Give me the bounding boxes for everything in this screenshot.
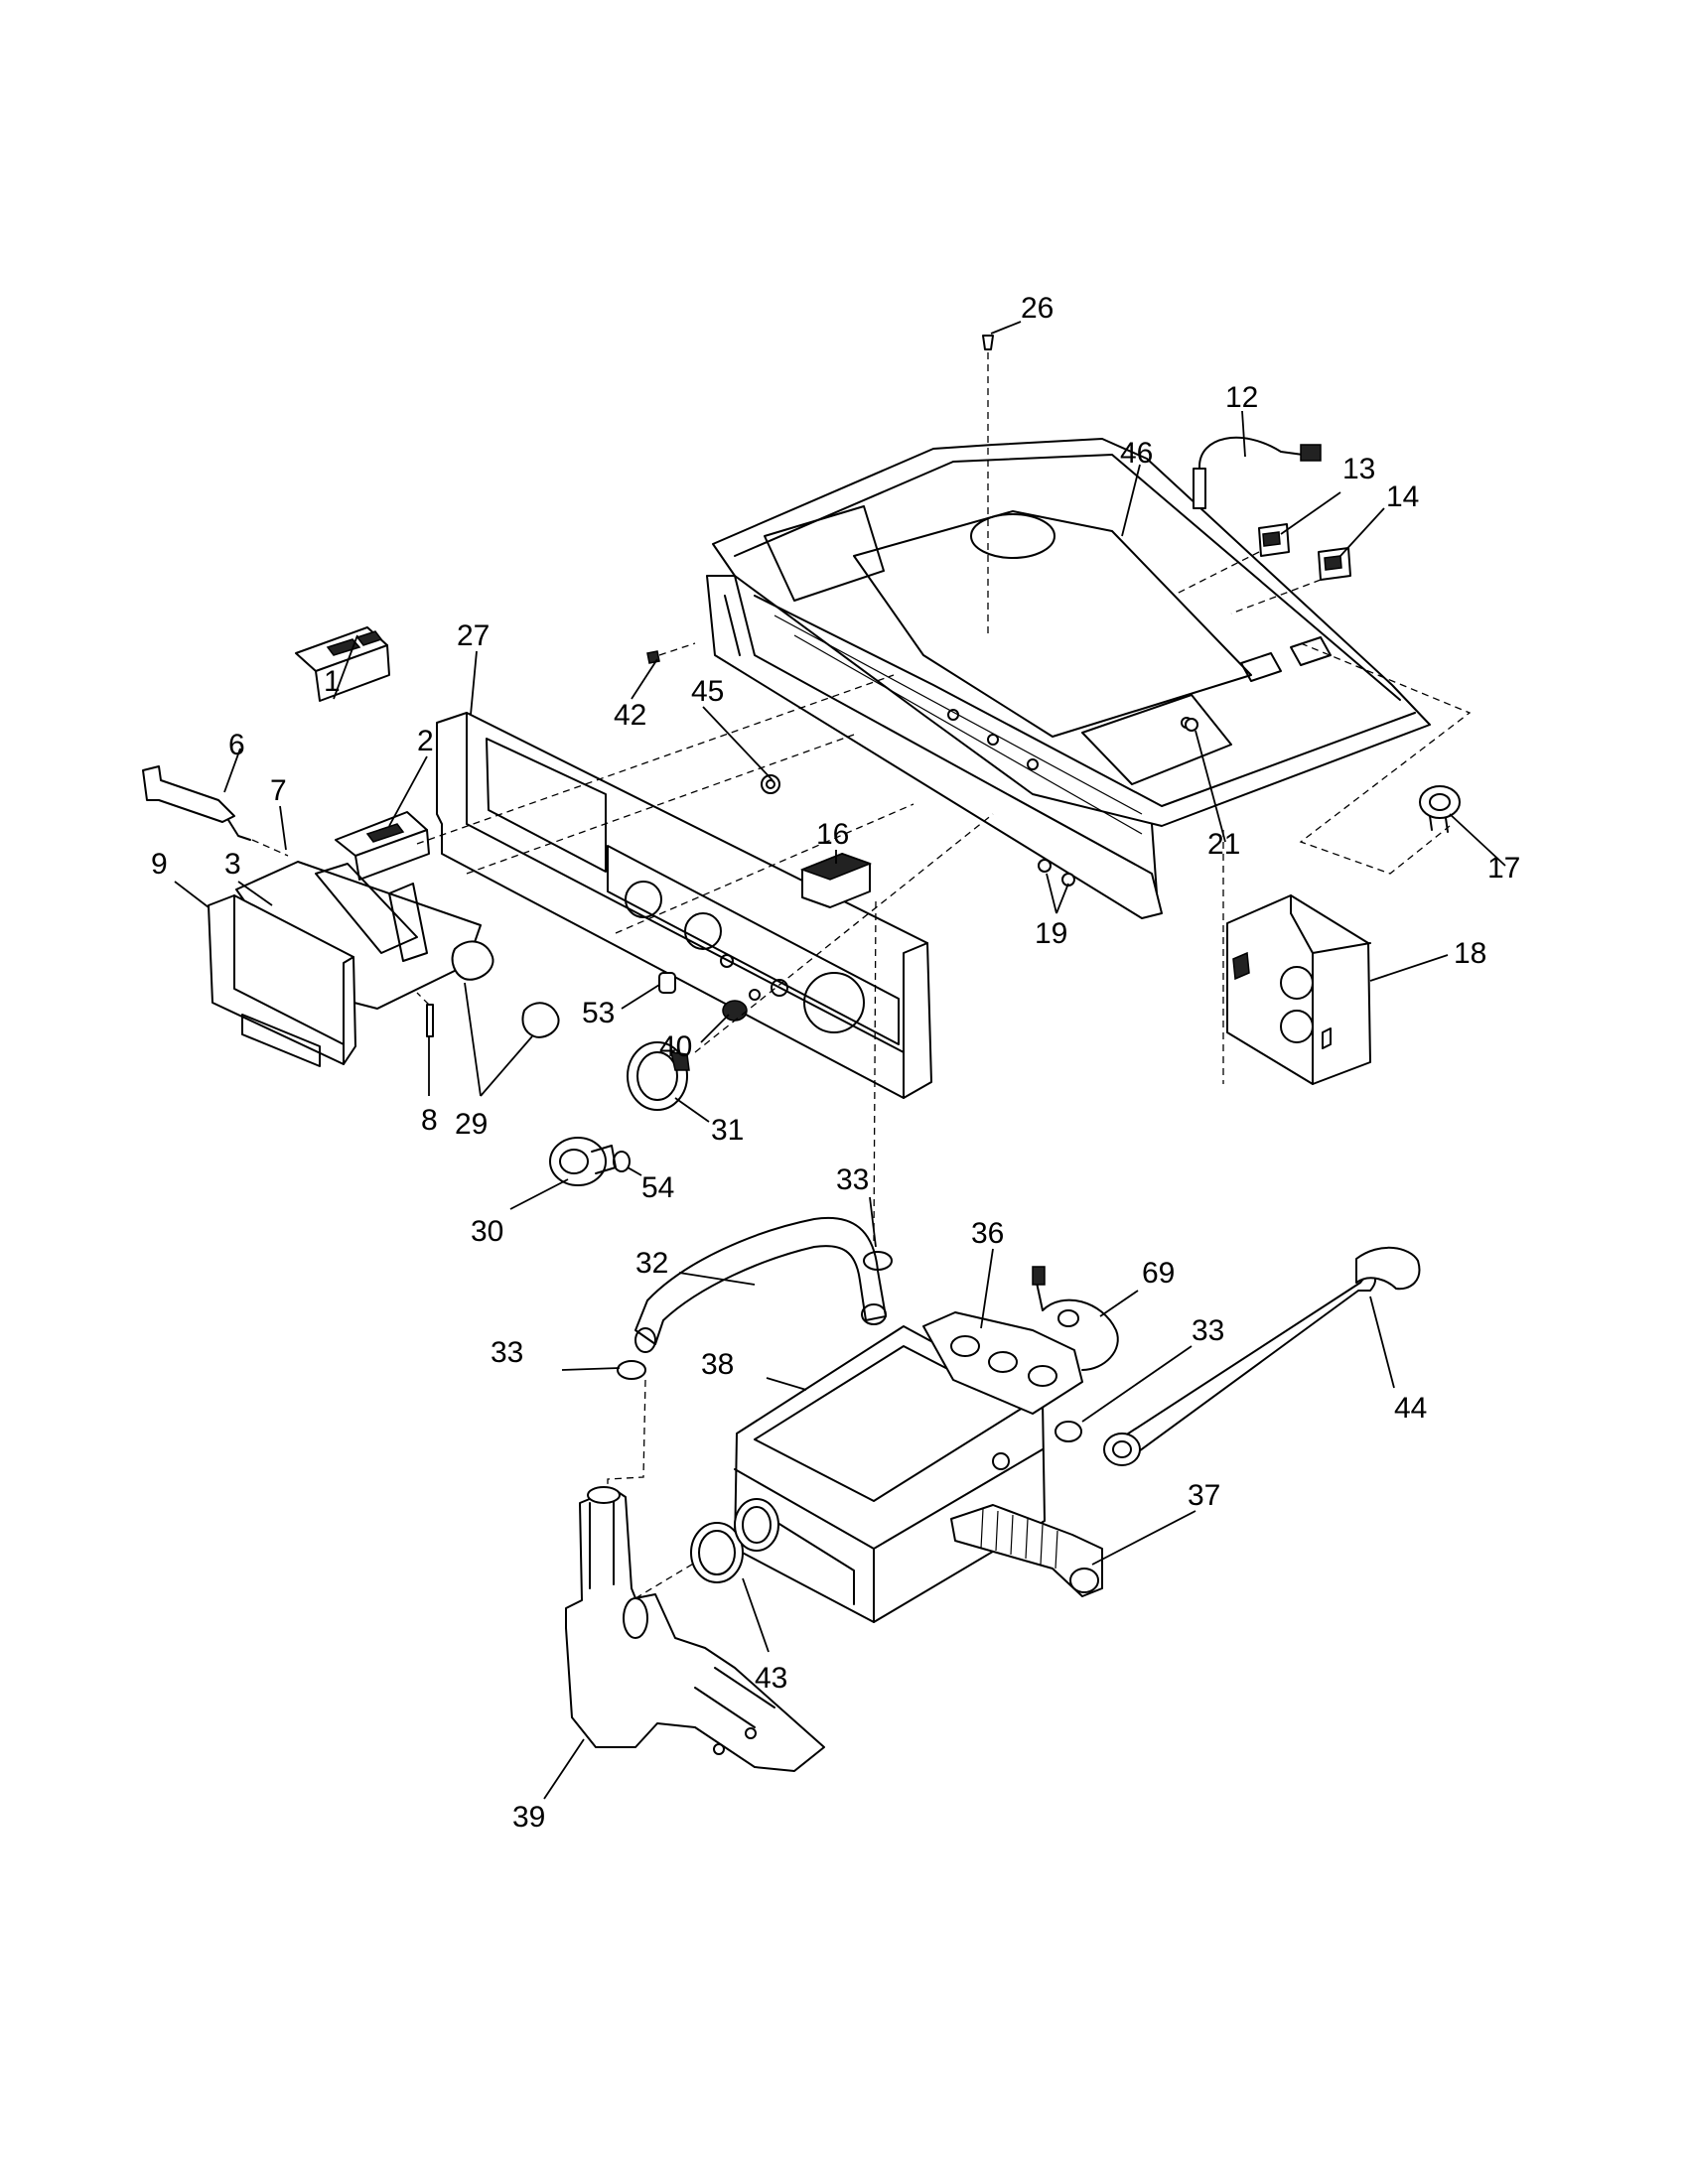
- callout-3: 3: [224, 848, 241, 881]
- callout-44: 44: [1394, 1392, 1427, 1425]
- leader-lines: [174, 321, 1506, 1800]
- bellows-hose-part-37: [950, 1504, 1103, 1597]
- callout-17: 17: [1487, 852, 1520, 885]
- control-module-part-18: [1226, 894, 1371, 1085]
- callout-33-top: 33: [836, 1163, 869, 1196]
- pressure-switch-part-17: [1419, 785, 1461, 833]
- callout-7: 7: [270, 774, 287, 807]
- clamp-part-33-b: [617, 1360, 646, 1380]
- callout-18: 18: [1454, 937, 1486, 970]
- screw-part-26: [982, 335, 994, 635]
- timer-knob-part-30: [549, 1137, 617, 1186]
- knob-part-29-left: [451, 940, 494, 981]
- callout-38: 38: [701, 1348, 734, 1381]
- outlet-port: [734, 1498, 779, 1552]
- callout-27: 27: [457, 619, 490, 652]
- siphon-part-6: [142, 765, 289, 857]
- callout-16: 16: [816, 818, 849, 851]
- callout-13: 13: [1342, 453, 1375, 485]
- callout-33-left: 33: [491, 1336, 523, 1369]
- seal-ring-part-43: [690, 1522, 744, 1583]
- dispenser-insert-part-2: [335, 811, 430, 881]
- pin-part-8: [416, 992, 434, 1037]
- clamp-part-33-c: [1055, 1421, 1082, 1442]
- callout-46: 46: [1120, 437, 1153, 470]
- drain-hose-part-44: [1103, 1246, 1421, 1466]
- callout-31: 31: [711, 1114, 744, 1147]
- callout-32: 32: [635, 1247, 668, 1280]
- dispenser-cup-part-1: [295, 626, 390, 702]
- callout-8: 8: [421, 1104, 438, 1137]
- callout-26: 26: [1021, 292, 1054, 325]
- callout-43: 43: [755, 1662, 787, 1695]
- callout-42: 42: [614, 699, 646, 732]
- nut-part-45: [761, 774, 780, 794]
- screw-part-42: [646, 642, 696, 664]
- switch-part-13: [1176, 523, 1290, 595]
- callout-30: 30: [471, 1215, 503, 1248]
- button-part-53: [658, 972, 676, 994]
- callout-labels: 26 12 46 13 14 27 1 45 42 6 2 7 9 3 16 2…: [151, 292, 1520, 1834]
- callout-37: 37: [1188, 1479, 1220, 1512]
- callout-2: 2: [417, 725, 434, 757]
- callout-39: 39: [512, 1801, 545, 1834]
- callout-54: 54: [641, 1171, 674, 1204]
- callout-29: 29: [455, 1108, 488, 1141]
- dial-ring-part-31: [627, 1041, 690, 1111]
- callout-40: 40: [659, 1030, 692, 1063]
- callout-12: 12: [1225, 381, 1258, 414]
- fastener-part-21: [1185, 718, 1198, 732]
- callout-6: 6: [228, 729, 245, 761]
- callout-1: 1: [324, 665, 341, 698]
- drawer-front-part-9: [208, 894, 356, 1067]
- callout-14: 14: [1386, 480, 1419, 513]
- callout-21: 21: [1207, 828, 1240, 861]
- wire-harness-part-12: [1193, 436, 1322, 509]
- callout-19: 19: [1035, 917, 1067, 950]
- inlet-duct-part-39: [565, 1486, 825, 1772]
- switch-part-14: [1230, 547, 1351, 614]
- knob-part-29-right: [521, 1002, 560, 1038]
- callout-53: 53: [582, 997, 615, 1029]
- wiring-part-69: [1032, 1266, 1119, 1371]
- clamp-part-33-a: [863, 1251, 893, 1271]
- screws-part-19: [1038, 859, 1075, 887]
- fill-hose-part-32: [634, 1216, 887, 1353]
- washer-part-54: [613, 1151, 631, 1172]
- callout-69: 69: [1142, 1257, 1175, 1290]
- valve-assembly-part-36: [922, 1311, 1083, 1415]
- callout-9: 9: [151, 848, 168, 881]
- callout-45: 45: [691, 675, 724, 708]
- callout-36: 36: [971, 1217, 1004, 1250]
- top-frame-part-46: [706, 438, 1431, 919]
- console-panel-part-27: [436, 712, 932, 1099]
- relay-part-16: [799, 853, 873, 908]
- callout-33-right: 33: [1192, 1314, 1224, 1347]
